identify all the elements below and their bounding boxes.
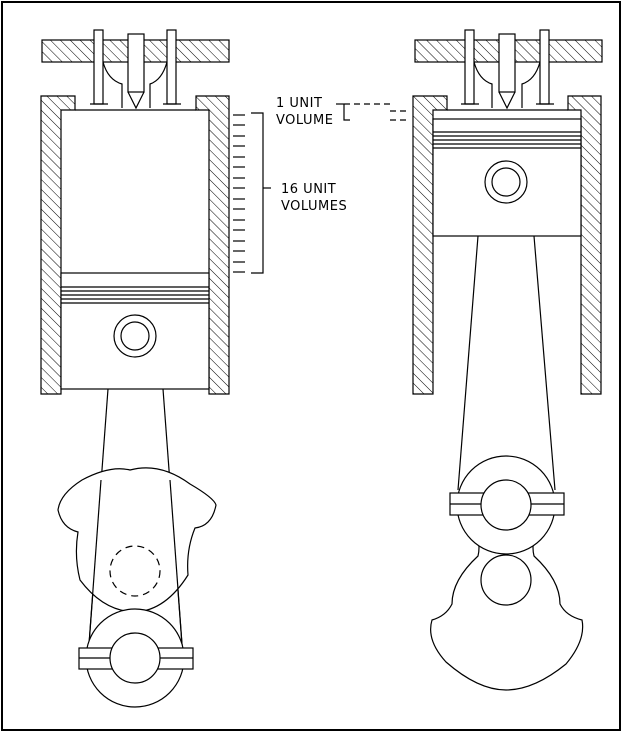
left-big-end (78, 608, 194, 708)
right-piston (432, 118, 582, 237)
left-engine (40, 29, 230, 708)
right-crank-journal (480, 554, 532, 606)
left-cylinder-wall-right (195, 95, 230, 395)
right-connecting-rod (457, 235, 556, 491)
right-cylinder-wall-right (567, 95, 602, 395)
left-crank-web (57, 467, 217, 613)
sixteen-unit-label-line1: 16 UNIT (281, 182, 336, 197)
one-unit-label-line2: VOLUME (276, 113, 333, 128)
compression-scale (233, 112, 271, 274)
one-unit-leader (336, 103, 407, 121)
right-cylinder-wall-left (412, 95, 448, 395)
left-cylinder-wall-left (40, 95, 76, 395)
sixteen-unit-label-line2: VOLUMES (281, 199, 347, 214)
left-valves (90, 29, 181, 110)
right-engine (412, 29, 603, 691)
left-piston (60, 272, 210, 390)
right-big-end (449, 455, 565, 555)
one-unit-label-line1: 1 UNIT (276, 96, 322, 111)
left-crank-journal-hidden (109, 545, 161, 597)
right-valves (461, 29, 554, 110)
